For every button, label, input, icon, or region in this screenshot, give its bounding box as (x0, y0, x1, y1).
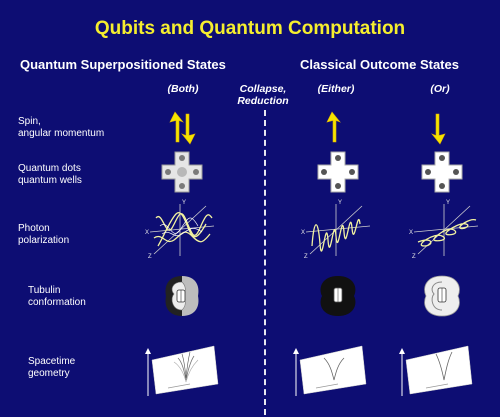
row-label-photon-line1: Photon (18, 223, 50, 234)
photon-either-axis-x-label: X (301, 230, 305, 236)
row-label-tubulin: Tubulin conformation (28, 285, 86, 309)
row-label-spin-line1: Spin, (18, 116, 41, 127)
row-label-spacetime: Spacetime geometry (28, 356, 75, 380)
row-label-spin-line2: angular momentum (18, 128, 105, 139)
row-label-dots-line1: Quantum dots (18, 163, 81, 174)
section-heading-classical: Classical Outcome States (300, 57, 459, 72)
spacetime-geometry-or (399, 345, 473, 396)
slide-title: Qubits and Quantum Computation (94, 18, 406, 39)
photon-polarization-or: X Y Z (409, 200, 479, 260)
section-heading-superposition: Quantum Superpositioned States (20, 57, 226, 72)
photon-or-axis-x-label: X (409, 230, 413, 236)
row-label-quantum-dots: Quantum dots quantum wells (18, 163, 82, 187)
photon-or-axis-z-label: Z (412, 254, 416, 260)
spacetime-geometry-either (293, 345, 367, 396)
photon-or-axis-y-label: Y (446, 200, 450, 206)
row-label-tubulin-line2: conformation (28, 297, 86, 308)
column-header-collapse-line1: Collapse, (239, 83, 287, 95)
collapse-divider-line (264, 110, 266, 415)
photon-either-axis-z-label: Z (304, 254, 308, 260)
column-header-either: (Either) (317, 83, 355, 95)
photon-axis-z-label: Z (148, 254, 152, 260)
photon-polarization-both: X Y Z (145, 200, 215, 260)
down-arrow-icon (431, 113, 446, 145)
row-label-tubulin-line1: Tubulin (28, 285, 61, 296)
up-down-arrows-icon (169, 111, 196, 145)
column-header-collapse: Collapse, Reduction (230, 83, 296, 107)
tubulin-either (320, 276, 356, 316)
photon-axis-x-label: X (145, 230, 149, 236)
tubulin-or (424, 275, 460, 317)
quantum-dot-either (317, 151, 359, 193)
column-header-both: (Both) (167, 83, 199, 95)
row-label-spin: Spin, angular momentum (18, 116, 104, 140)
column-header-or: (Or) (430, 83, 450, 95)
row-label-spacetime-line2: geometry (28, 368, 70, 379)
photon-either-axis-y-label: Y (338, 200, 342, 206)
row-label-dots-line2: quantum wells (18, 175, 82, 186)
quantum-dot-superposition (161, 151, 203, 193)
photon-polarization-either: X Y Z (301, 200, 371, 260)
row-label-photon-line2: polarization (18, 235, 70, 246)
photon-axis-y-label: Y (182, 200, 186, 206)
tubulin-superposition (165, 276, 199, 316)
up-arrow-icon (326, 111, 341, 143)
spacetime-geometry-superposition (145, 345, 219, 396)
column-header-collapse-line2: Reduction (237, 95, 289, 107)
quantum-dot-or (421, 151, 463, 193)
row-label-spacetime-line1: Spacetime (28, 356, 76, 367)
row-label-photon: Photon polarization (18, 223, 69, 247)
